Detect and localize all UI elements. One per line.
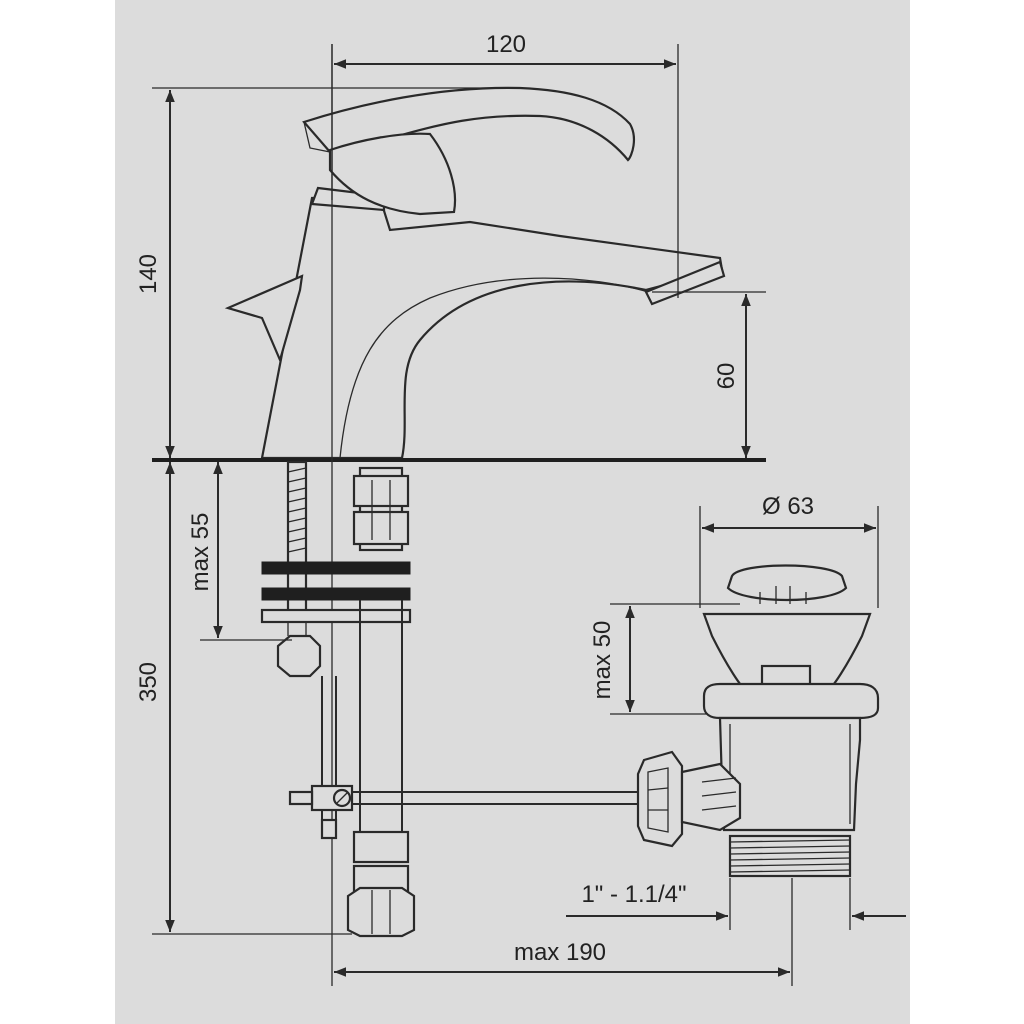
- label-waste-offset: max 190: [514, 939, 606, 966]
- faucet-body: [224, 86, 726, 460]
- label-deck-thickness: max 55: [187, 513, 214, 592]
- label-waste-height: max 50: [589, 621, 616, 700]
- label-waste-thread: 1" - 1.1/4": [581, 881, 686, 908]
- label-overall-height: 140: [135, 254, 162, 294]
- label-spout-reach: 120: [486, 31, 526, 58]
- label-hose-length: 350: [135, 662, 162, 702]
- gasket-upper: [261, 561, 411, 575]
- under-deck-assembly: [260, 460, 684, 938]
- label-spout-height: 60: [713, 363, 740, 390]
- label-waste-diameter: Ø 63: [762, 493, 814, 520]
- gasket-lower: [261, 587, 411, 601]
- dimension-lines: [152, 44, 906, 986]
- pop-up-waste: [680, 564, 880, 878]
